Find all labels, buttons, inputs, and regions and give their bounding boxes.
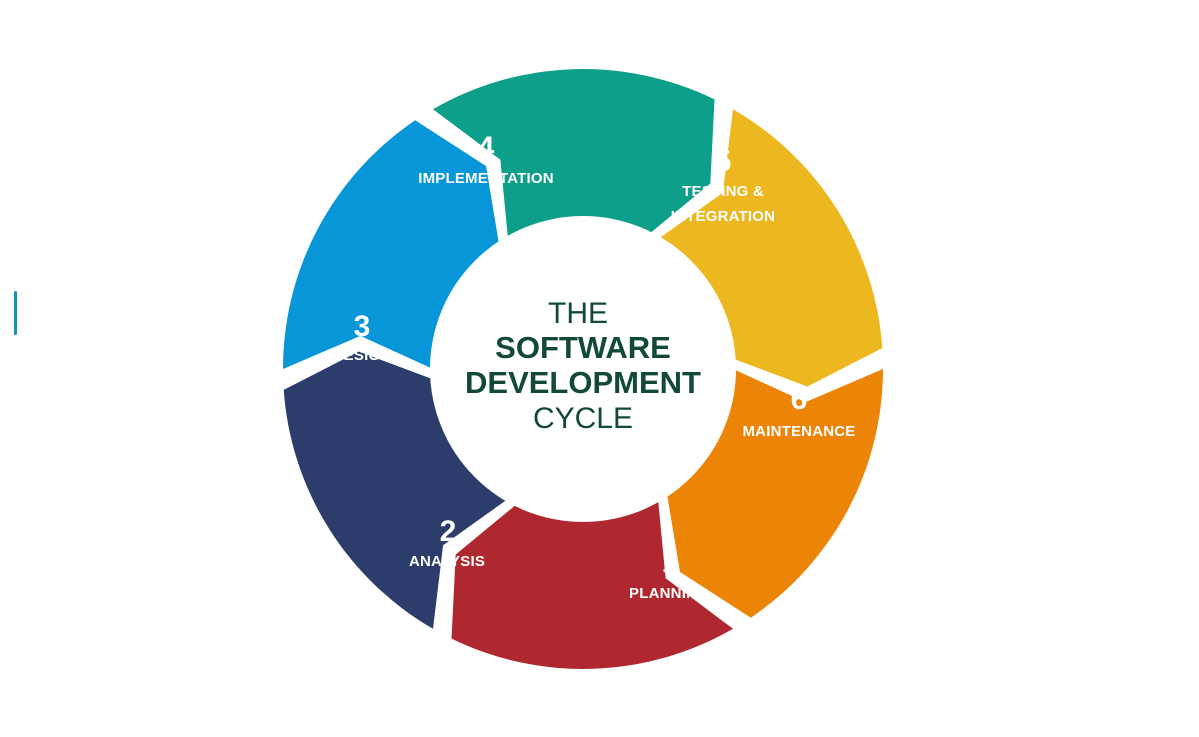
stage-number-4: 4 [478,131,495,164]
stage-number-3: 3 [354,310,371,343]
stage-number-6: 6 [791,383,808,416]
center-title-line-4: CYCLE [533,402,633,435]
stage-number-5: 5 [715,145,732,178]
stage-number-2: 2 [440,515,457,548]
stage-label-4: IMPLEMENTATION [418,170,554,187]
center-circle [430,216,736,522]
stage-segment-1 [451,498,733,669]
stage-label-2: ANALYSIS [409,553,485,570]
edge-mark [14,291,17,335]
stage-label-6: MAINTENANCE [742,423,855,440]
stage-label-5-line-2: INTEGRATION [671,208,775,225]
center-title: THE SOFTWARE DEVELOPMENT CYCLE [465,297,701,435]
stage-label-5-line-1: TESTING & [682,183,764,200]
center-title-line-3: DEVELOPMENT [465,365,701,400]
center-title-line-1: THE [548,297,608,330]
stage-label-3: DESIGN [333,347,392,364]
stage-segment-4 [433,69,715,240]
stage-segment-2 [283,351,508,629]
center-title-line-2: SOFTWARE [495,330,671,365]
stage-number-1: 1 [662,546,679,579]
stage-label-1: PLANNING [629,585,709,602]
stage-segment-5 [658,109,883,387]
